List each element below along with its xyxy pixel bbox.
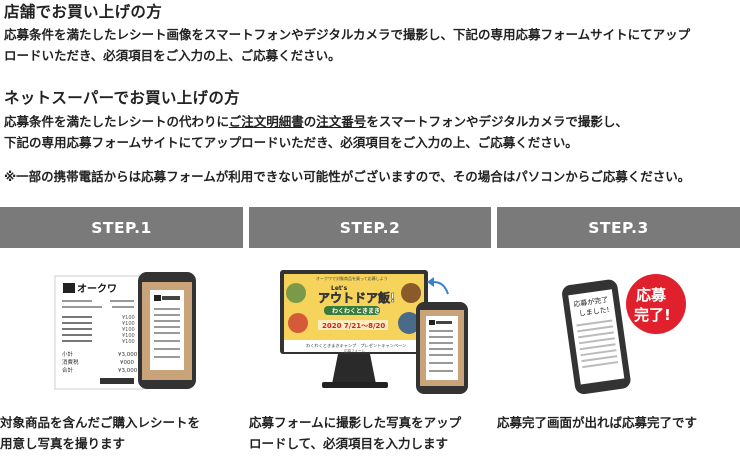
smartphone-icon: 応募が完了 しました! bbox=[562, 279, 631, 395]
receipt-illustration: オークワ ¥100 ¥100 ¥100 ¥100 ¥100 小計 ¥3,000 … bbox=[54, 272, 196, 390]
step-1-caption-line-2: 用意し写真を撮ります bbox=[0, 436, 126, 451]
receipt-price-2: ¥100 bbox=[122, 321, 135, 327]
receipt-total-value: ¥3,000 bbox=[118, 368, 138, 374]
completion-badge-icon: 応募 完了! bbox=[626, 274, 686, 334]
receipt-subtotal-value: ¥3,000 bbox=[118, 352, 138, 358]
badge-text-2: 完了! bbox=[634, 306, 671, 324]
receipt-brand: オークワ bbox=[77, 283, 117, 295]
badge-text-1: 応募 bbox=[636, 286, 667, 304]
step-3-caption-line-1: 応募完了画面が出れば応募完了です bbox=[497, 415, 698, 430]
campaign-subtitle: わくわくときまき bbox=[332, 307, 380, 315]
receipt-subtotal-label: 小計 bbox=[62, 350, 74, 358]
receipt-price-5: ¥100 bbox=[122, 339, 135, 345]
smartphone-icon bbox=[416, 302, 468, 394]
net-text-part-a: 応募条件を満たしたレシートの代わりに bbox=[4, 114, 229, 129]
receipt-tax-label: 消費税 bbox=[62, 358, 79, 366]
form-label-desktop: 応募フォーム bbox=[344, 348, 365, 353]
store-section-title: 店舗でお買い上げの方 bbox=[4, 3, 163, 21]
step-1-caption-line-1: 対象商品を含んだご購入レシートを bbox=[0, 415, 201, 430]
step-2-caption: 応募フォームに撮影した写真をアップ ロードして、必須項目を入力します bbox=[249, 412, 491, 454]
campaign-title-b: アウトドア飯! bbox=[318, 290, 395, 305]
receipt-price-4: ¥100 bbox=[122, 333, 135, 339]
step-1-header: STEP.1 bbox=[0, 207, 243, 248]
step-2-caption-line-2: ロードして、必須項目を入力します bbox=[249, 436, 449, 451]
net-section-text-1: 応募条件を満たしたレシートの代わりにご注文明細書の注文番号をスマートフォンやデジ… bbox=[4, 111, 628, 132]
completion-illustration: 応募が完了 しました! 応募 完了! bbox=[562, 274, 686, 395]
smartphone-icon bbox=[138, 272, 196, 389]
desktop-monitor-icon: オークワで対象商品を買って応募しよう Let's アウトドア飯! わくわくときま… bbox=[280, 270, 468, 394]
mobile-note: ※一部の携帯電話からは応募フォームが利用できない可能性がございますので、その場合… bbox=[4, 169, 691, 184]
net-section-text-2: 下記の専用応募フォームサイトにてアップロードいただき、必須項目をご入力の上、ご応… bbox=[4, 135, 578, 150]
campaign-title-a: Let's bbox=[331, 285, 348, 292]
step-3-header: STEP.3 bbox=[497, 207, 740, 248]
net-section-title: ネットスーパーでお買い上げの方 bbox=[4, 89, 240, 107]
store-section-text-1: 応募条件を満たしたレシート画像をスマートフォンやデジタルカメラで撮影し、下記の専… bbox=[4, 27, 691, 42]
net-text-part-b: の bbox=[303, 114, 317, 129]
banner-top-text: オークワで対象商品を買って応募しよう bbox=[316, 275, 388, 281]
receipt-price-1: ¥100 bbox=[122, 315, 135, 321]
step-2-header: STEP.2 bbox=[249, 207, 491, 248]
receipt-price-3: ¥100 bbox=[122, 327, 135, 333]
net-text-part-c: をスマートフォンやデジタルカメラで撮影し、 bbox=[366, 114, 628, 129]
step-2-caption-line-1: 応募フォームに撮影した写真をアップ bbox=[249, 415, 462, 430]
upload-arrow-icon bbox=[433, 281, 449, 295]
order-statement-link: ご注文明細書 bbox=[228, 114, 304, 129]
step-1-caption: 対象商品を含んだご購入レシートを 用意し写真を撮ります bbox=[0, 412, 243, 454]
order-number-link: 注文番号 bbox=[316, 114, 367, 129]
store-section-text-2: ロードいただき、必須項目をご入力の上、ご応募ください。 bbox=[4, 48, 341, 63]
receipt-tax-value: ¥000 bbox=[120, 360, 134, 366]
campaign-footer: わくわくときまきキャンプ プレゼントキャンペーン bbox=[306, 342, 406, 349]
campaign-date: 2020 7/21〜8/20 bbox=[322, 322, 385, 330]
receipt-total-label: 合計 bbox=[62, 366, 74, 374]
step-3-caption: 応募完了画面が出れば応募完了です bbox=[497, 412, 740, 433]
